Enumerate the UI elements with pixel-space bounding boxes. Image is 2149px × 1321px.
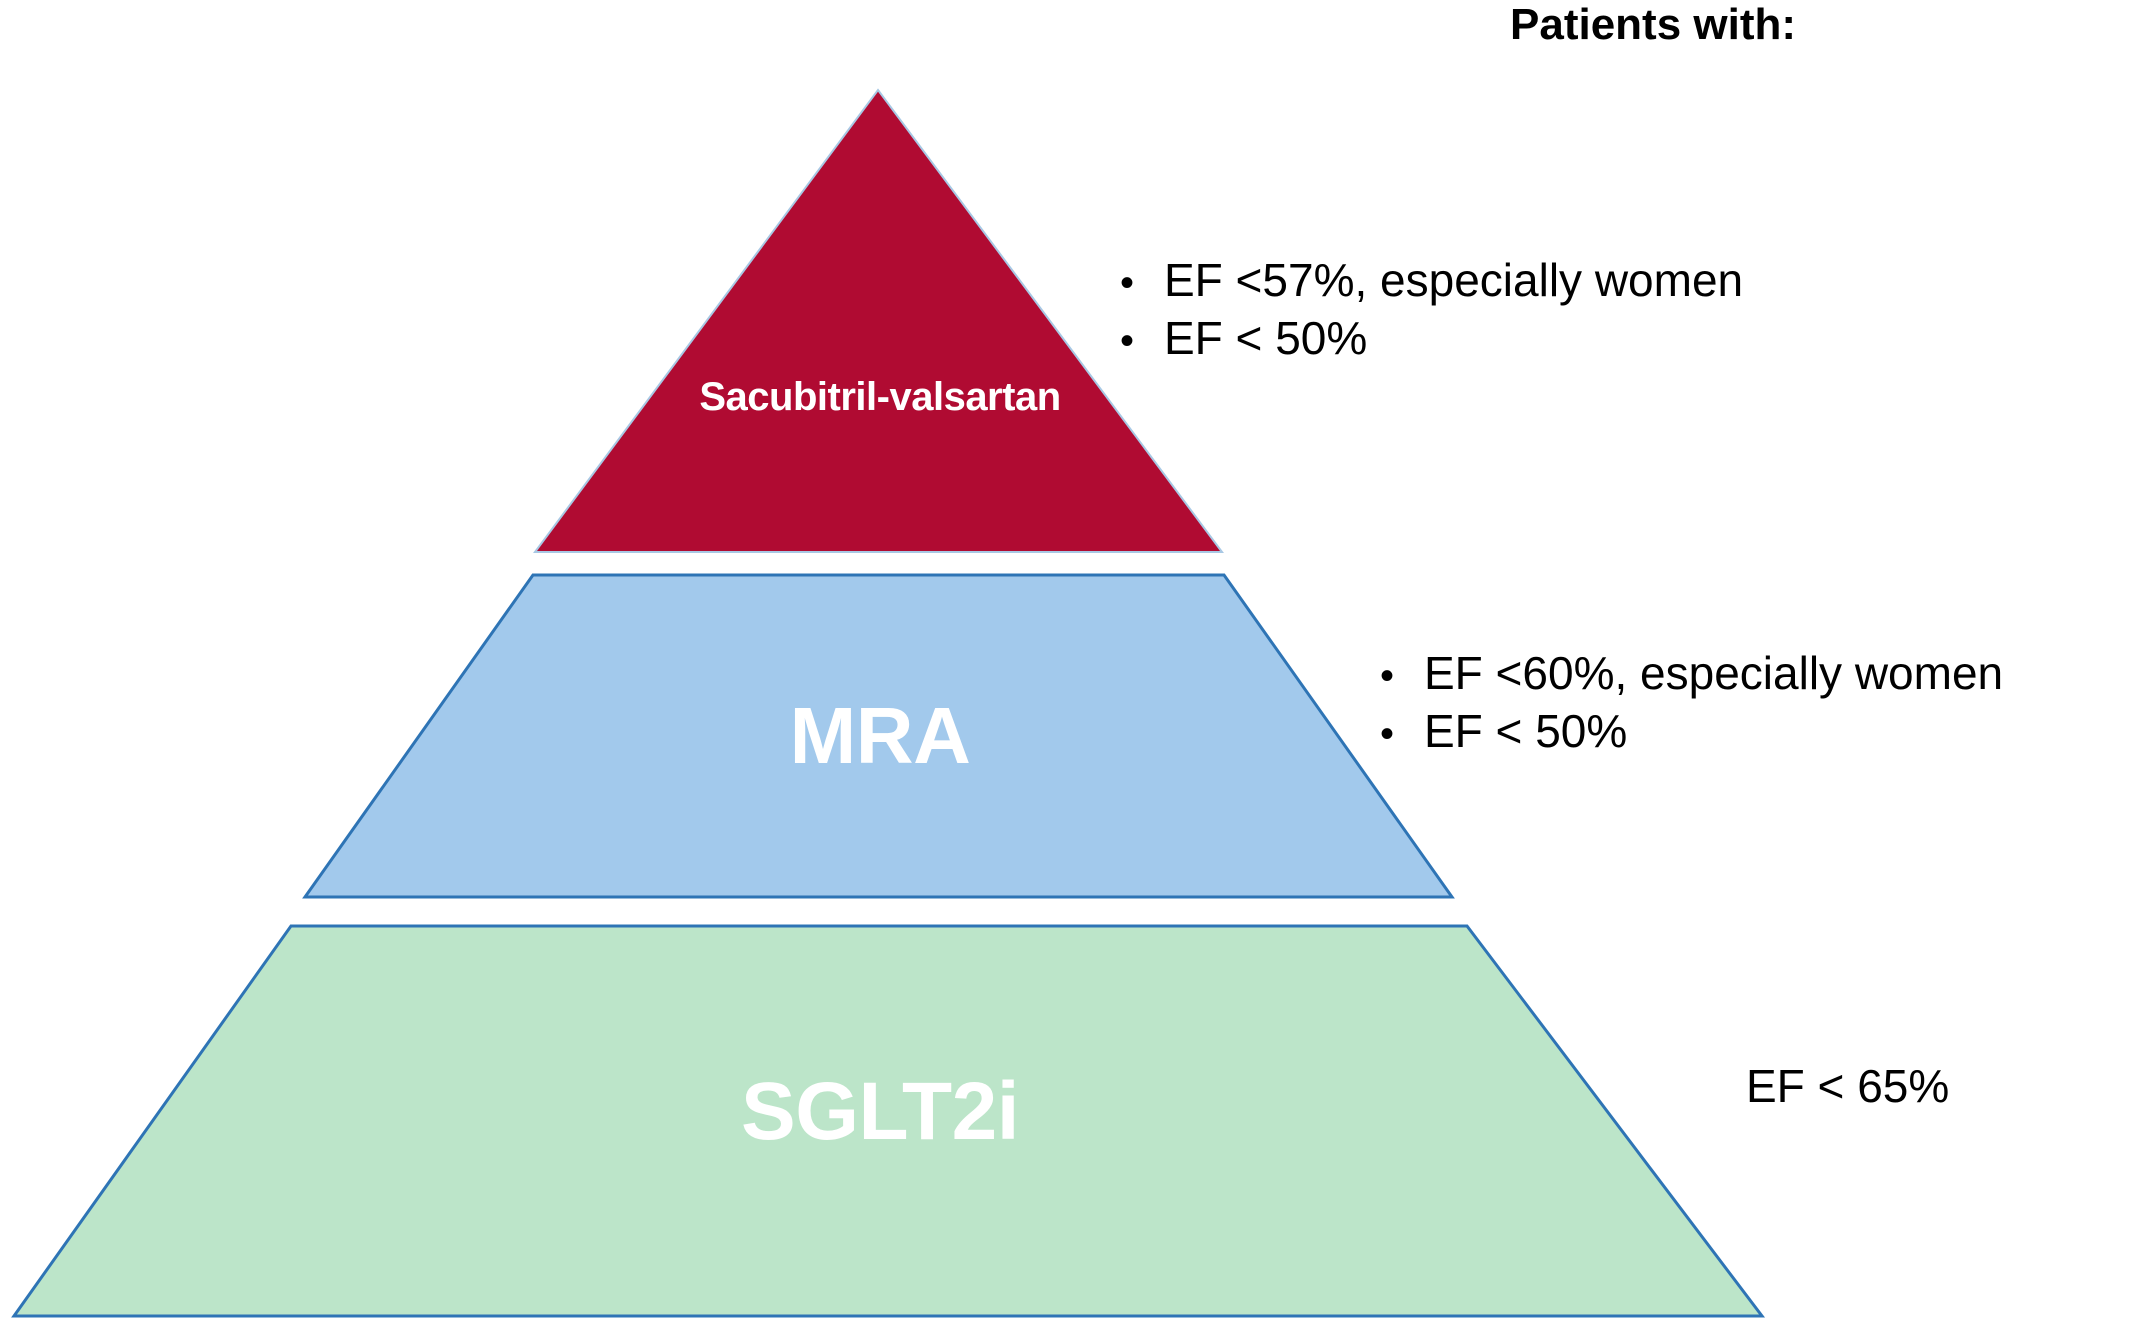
bullet-icon: • — [1120, 318, 1135, 363]
criterion-text: EF <57%, especially women — [1164, 254, 1744, 306]
list-item: • EF <57%, especially women — [1120, 252, 1743, 310]
tier-3-criteria-list: EF < 65% — [1746, 1058, 1949, 1116]
pyramid-tier-2-label: MRA — [789, 691, 971, 780]
bullet-icon: • — [1380, 654, 1395, 698]
list-item: • EF < 50% — [1380, 703, 2003, 761]
list-item: • EF <60%, especially women — [1380, 645, 2003, 703]
tier-1-criteria-list: • EF <57%, especially women • EF < 50% — [1120, 252, 1743, 367]
pyramid-tier-1-label: Sacubitril-valsartan — [699, 375, 1061, 419]
criterion-text: EF < 50% — [1424, 704, 1628, 757]
criterion-text: EF < 65% — [1746, 1060, 1950, 1112]
pyramid-tier-3-shape[interactable] — [11, 924, 1766, 1318]
list-item: • EF < 50% — [1120, 310, 1743, 368]
criterion-text: EF <60%, especially women — [1424, 647, 2004, 699]
pyramid-tier-3-label: SGLT2i — [741, 1066, 1019, 1157]
bullet-icon: • — [1120, 261, 1135, 305]
criterion-text: EF < 50% — [1164, 311, 1368, 364]
pyramid-tier-2-shape[interactable] — [302, 573, 1455, 899]
bullet-icon: • — [1380, 711, 1395, 756]
pyramid-tier-1-shape[interactable] — [533, 88, 1224, 553]
tier-2-criteria-list: • EF <60%, especially women • EF < 50% — [1380, 645, 2003, 760]
patients-with-heading: Patients with: — [1510, 0, 1797, 49]
list-item: EF < 65% — [1746, 1058, 1949, 1116]
